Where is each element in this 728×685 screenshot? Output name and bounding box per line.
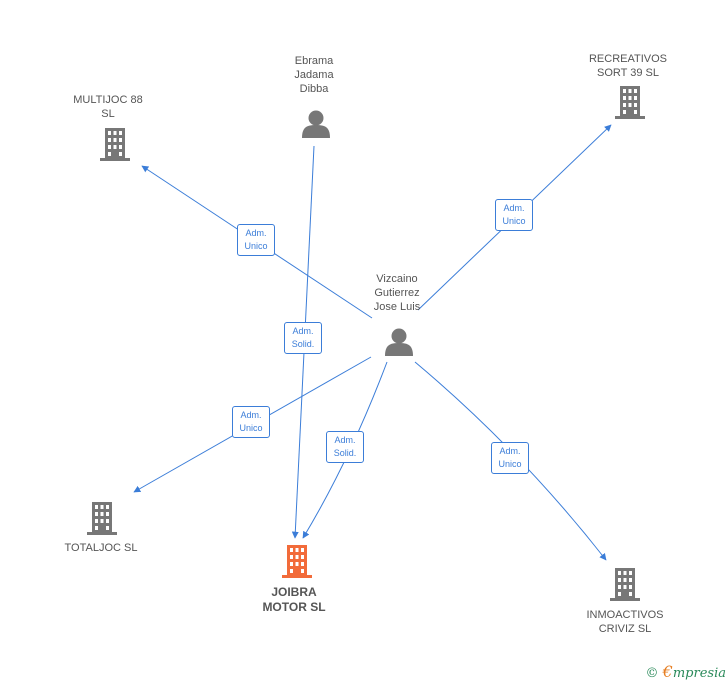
building-icon[interactable] — [282, 545, 312, 578]
node-label-ebrama[interactable]: Ebrama Jadama Dibba — [294, 55, 334, 95]
edge-label-badge: Adm.Unico — [232, 406, 270, 438]
node-label-multijoc[interactable]: MULTIJOC 88 SL — [73, 94, 143, 120]
node-label-vizcaino[interactable]: Vizcaino Gutierrez Jose Luis — [373, 273, 421, 313]
edge-label-badge: Adm.Solid. — [284, 322, 322, 354]
edge-label-badge: Adm.Unico — [491, 442, 529, 474]
copyright-icon: © — [645, 666, 659, 681]
person-icon[interactable] — [385, 328, 413, 357]
brand-logo-text: mpresia — [672, 666, 726, 681]
brand-logo-e: € — [662, 662, 673, 681]
node-label-recreativos[interactable]: RECREATIVOS SORT 39 SL — [588, 53, 668, 79]
node-label-inmoactivos[interactable]: INMOACTIVOS CRIVIZ SL — [586, 609, 664, 635]
node-label-totaljoc[interactable]: TOTALJOC SL — [64, 542, 138, 554]
edge-label-badge: Adm.Solid. — [326, 431, 364, 463]
building-icon[interactable] — [87, 502, 117, 535]
person-icon[interactable] — [302, 110, 330, 139]
building-icon[interactable] — [615, 86, 645, 119]
edge-label-badge: Adm.Unico — [237, 224, 275, 256]
node-label-joibra[interactable]: JOIBRA MOTOR SL — [262, 585, 326, 614]
edge-label-badge: Adm.Unico — [495, 199, 533, 231]
building-icon[interactable] — [610, 568, 640, 601]
building-icon[interactable] — [100, 128, 130, 161]
brand-footer: © €mpresia — [646, 662, 726, 681]
